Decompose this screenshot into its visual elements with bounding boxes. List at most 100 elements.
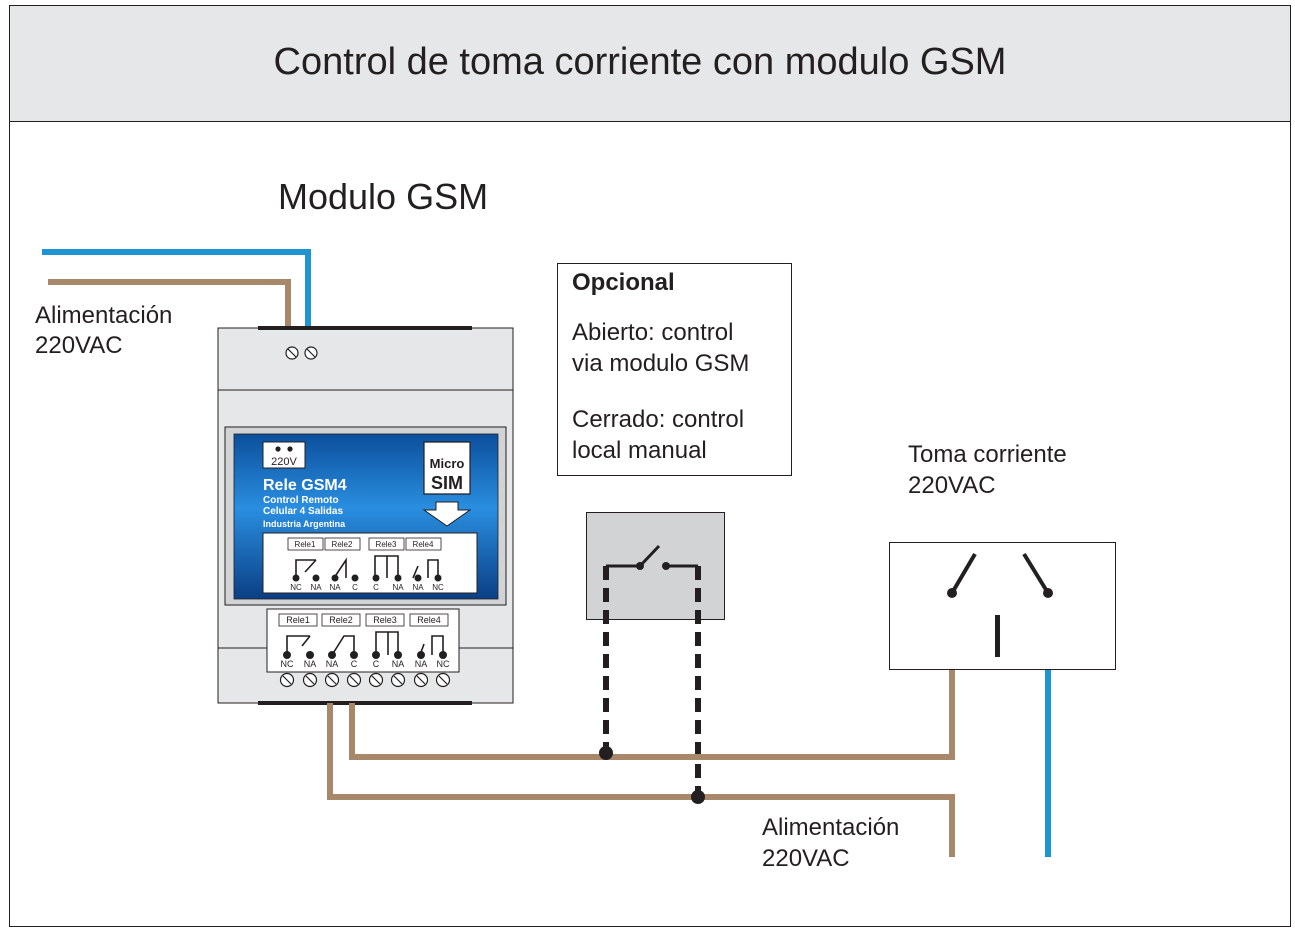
screw-slot <box>287 348 297 358</box>
terminal-dot <box>306 651 314 659</box>
device-desc-line1: Control Remoto <box>263 495 339 506</box>
outlet-line1: Toma corriente <box>908 441 1067 468</box>
screw-slot <box>306 348 316 358</box>
badge-dot <box>275 446 281 452</box>
terminal-dot <box>372 574 380 582</box>
relay-cell <box>365 613 405 627</box>
terminal-label: NA <box>329 583 341 592</box>
body-relay-schematic: Rele1 Rele2 Rele3 Rele4 NC NA NA C C NA … <box>266 608 460 673</box>
outlet-ground-pin <box>995 615 1000 657</box>
relay-cell <box>405 537 442 551</box>
terminal-label: C <box>373 583 379 592</box>
device-origin: Industria Argentina <box>263 519 346 529</box>
sim-line1: Micro <box>430 456 465 471</box>
terminal-dot <box>417 651 425 659</box>
device-name: Rele GSM4 <box>263 477 347 494</box>
relay-cell <box>278 613 318 627</box>
relay-contacts <box>286 631 444 656</box>
bottom-screws <box>279 672 451 688</box>
power-in-line1: Alimentación <box>35 302 172 329</box>
terminal-dot <box>439 651 447 659</box>
bottom-terminal-strip <box>258 701 472 705</box>
screw-slot <box>282 675 292 685</box>
panel-terminals: NC NA NA C C NA NA NC <box>290 574 444 592</box>
relay-label: Rele2 <box>329 615 353 625</box>
outlet-terminal <box>947 588 957 598</box>
optional-closed-line1: Cerrado: control <box>572 406 744 433</box>
relay-label: Rele4 <box>417 615 441 625</box>
terminal-label: NA <box>415 659 428 669</box>
terminal-dot <box>372 651 380 659</box>
terminal-label: C <box>373 659 380 669</box>
terminal-dot <box>328 651 336 659</box>
relay-cell <box>368 537 405 551</box>
sim-card-icon <box>423 441 471 495</box>
optional-heading: Opcional <box>572 269 675 296</box>
terminal-label: NC <box>290 583 302 592</box>
switch-lever <box>638 544 661 568</box>
relay-cell <box>409 613 449 627</box>
output-brown-wire-lower <box>327 703 955 857</box>
terminal-dot <box>414 574 422 582</box>
optional-box-frame <box>557 263 792 476</box>
screw-slot <box>416 675 426 685</box>
voltage-badge <box>262 441 306 469</box>
relay-label: Rele3 <box>376 540 397 549</box>
screw-slot <box>349 675 359 685</box>
switch-contact <box>636 562 644 570</box>
terminal-label: NA <box>392 659 405 669</box>
power-out-line1: Alimentación <box>762 814 899 841</box>
terminal-dot <box>283 651 291 659</box>
relay-cell <box>321 613 361 627</box>
header-bar <box>9 5 1291 122</box>
panel-relay-schematic: Rele1 Rele2 Rele3 Rele4 NC NA NA C C <box>262 532 478 594</box>
terminal-label: NA <box>326 659 339 669</box>
junction-dot <box>691 790 705 804</box>
relay-cell <box>324 537 361 551</box>
terminal-dot <box>292 574 300 582</box>
terminal-dot <box>394 651 402 659</box>
outlet: Toma corriente 220VAC <box>889 441 1116 670</box>
power-in-line2: 220VAC <box>35 332 123 359</box>
insert-arrow-icon <box>422 501 472 527</box>
switch-contact <box>662 562 670 570</box>
terminal-dot <box>350 651 358 659</box>
screw-slot <box>327 675 337 685</box>
top-screws <box>285 346 318 360</box>
gsm-module: 220V Micro SIM Rele GSM4 Control Remoto … <box>217 326 514 705</box>
output-brown-wire-upper <box>349 593 955 760</box>
outlet-terminal <box>1043 588 1053 598</box>
terminal-label: NA <box>304 659 317 669</box>
relay-label: Rele4 <box>413 540 434 549</box>
voltage-badge-label: 220V <box>271 456 297 468</box>
terminal-label: NA <box>392 583 404 592</box>
module-label: Modulo GSM <box>278 176 488 217</box>
relay-label: Rele2 <box>332 540 353 549</box>
optional-closed-line2: local manual <box>572 437 707 464</box>
input-brown-wire <box>48 279 291 330</box>
relay-contacts <box>295 555 439 579</box>
sim-line2: SIM <box>431 473 463 493</box>
badge-dot <box>287 446 293 452</box>
device-desc-line2: Celular 4 Salidas <box>263 506 343 517</box>
outlet-box <box>889 542 1116 670</box>
manual-switch <box>586 512 725 797</box>
terminal-dot <box>434 574 442 582</box>
terminal-dot <box>312 574 320 582</box>
relay-label: Rele3 <box>373 615 397 625</box>
optional-open-line1: Abierto: control <box>572 319 733 346</box>
terminal-label: NA <box>412 583 424 592</box>
terminal-label: NA <box>310 583 322 592</box>
terminal-dot <box>351 574 359 582</box>
input-blue-wire <box>42 249 311 330</box>
panel-relay-cells: Rele1 Rele2 Rele3 Rele4 <box>287 537 442 551</box>
page-title: Control de toma corriente con modulo GSM <box>274 41 1007 83</box>
screw-slot <box>305 675 315 685</box>
screw-slot <box>438 675 448 685</box>
terminal-label: C <box>351 659 358 669</box>
screw-slot <box>393 675 403 685</box>
terminal-label: NC <box>281 659 294 669</box>
terminal-label: NC <box>432 583 444 592</box>
outlet-contact-left <box>950 552 977 595</box>
